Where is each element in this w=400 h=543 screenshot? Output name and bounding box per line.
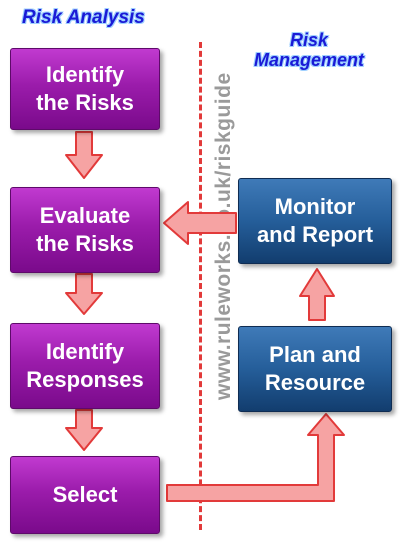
identify-responses-line1: Identify <box>45 339 125 364</box>
select-label: Select <box>52 482 118 507</box>
arrow-down-evaluate-to-responses <box>65 273 103 315</box>
plan-resource-line1: Plan and <box>269 342 361 367</box>
plan-resource-box: Plan and Resource <box>238 326 392 412</box>
risk-management-heading-line2: Management <box>253 50 365 70</box>
select-box: Select <box>10 456 160 534</box>
evaluate-risks-line1: Evaluate <box>39 203 131 228</box>
identify-responses-line2: Responses <box>26 367 144 392</box>
identify-risks-line1: Identify <box>45 62 125 87</box>
risk-analysis-heading: Risk Analysis <box>22 7 145 28</box>
identify-responses-box: Identify Responses <box>10 323 160 409</box>
risk-management-heading-line1: Risk <box>289 30 329 50</box>
arrow-down-identify-to-evaluate <box>65 131 103 179</box>
identify-risks-box: Identify the Risks <box>10 48 160 130</box>
risk-management-heading: Risk Management <box>234 30 384 70</box>
section-divider-line <box>199 42 202 530</box>
arrow-up-plan-to-monitor <box>299 268 335 321</box>
monitor-report-line2: and Report <box>256 222 374 247</box>
monitor-report-line1: Monitor <box>274 194 356 219</box>
arrow-left-monitor-to-evaluate <box>163 201 237 245</box>
evaluate-risks-box: Evaluate the Risks <box>10 187 160 273</box>
arrow-down-responses-to-select <box>65 409 103 451</box>
evaluate-risks-line2: the Risks <box>36 231 134 256</box>
plan-resource-line2: Resource <box>264 370 366 395</box>
monitor-report-box: Monitor and Report <box>238 178 392 264</box>
identify-risks-line2: the Risks <box>36 90 134 115</box>
arrow-select-to-plan <box>166 413 345 502</box>
